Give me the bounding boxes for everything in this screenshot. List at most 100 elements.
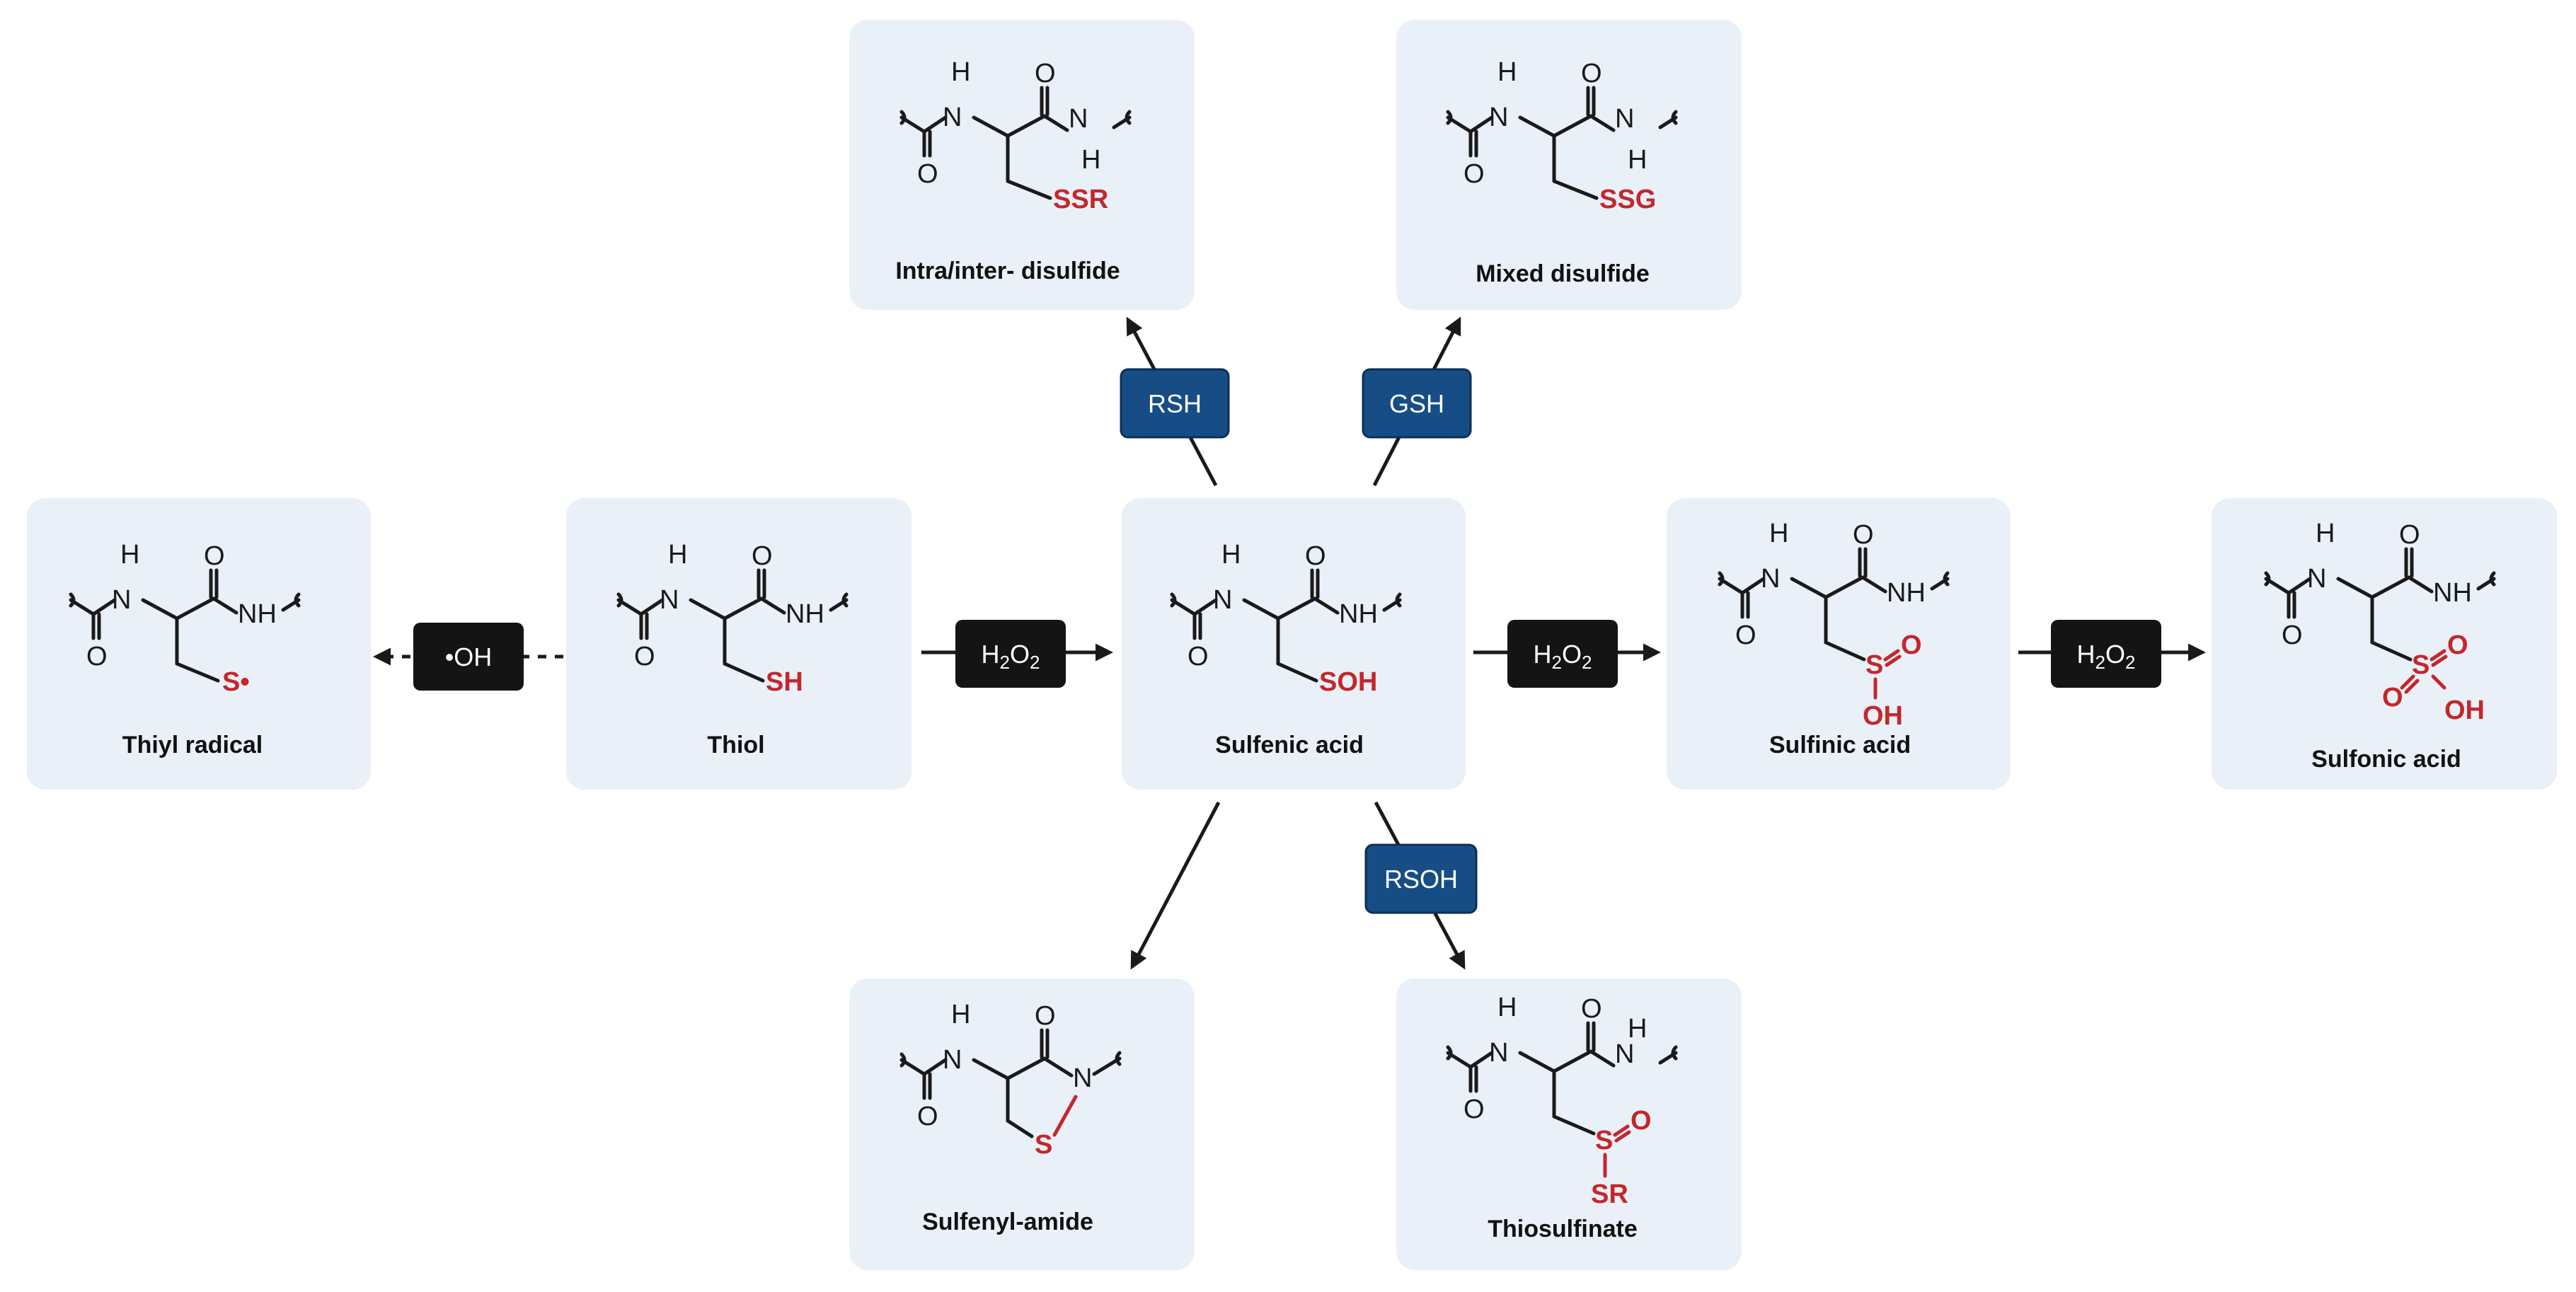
svg-text:N: N bbox=[1615, 104, 1634, 134]
svg-text:O: O bbox=[917, 1102, 938, 1131]
svg-text:Intra/inter- disulfide: Intra/inter- disulfide bbox=[895, 258, 1120, 284]
svg-text:H: H bbox=[668, 540, 687, 570]
svg-text:H: H bbox=[2316, 519, 2335, 548]
svg-text:O: O bbox=[1631, 1106, 1652, 1136]
svg-text:S•: S• bbox=[222, 667, 250, 697]
svg-text:O: O bbox=[1035, 59, 1056, 88]
svg-text:Mixed disulfide: Mixed disulfide bbox=[1476, 260, 1650, 287]
box-thiyl-radical bbox=[27, 498, 371, 790]
svg-text:H: H bbox=[951, 1000, 970, 1029]
svg-text:S: S bbox=[2412, 650, 2430, 680]
reagent-h2o2-thiol: H2O2 bbox=[955, 620, 1066, 688]
box-sulfenyl-amide bbox=[849, 979, 1195, 1270]
structure-sulfonic-acid: H N O O NH S O O OH Sulfonic acid bbox=[2266, 519, 2494, 773]
svg-text:GSH: GSH bbox=[1389, 389, 1444, 418]
svg-text:Sulfonic acid: Sulfonic acid bbox=[2311, 746, 2461, 773]
structure-thiol: H N O O NH SH Thiol bbox=[619, 540, 846, 759]
structure-intra-inter-disulfide: H N O O N H SSR Intra/inter- disulfide bbox=[895, 57, 1129, 284]
svg-text:NH: NH bbox=[1339, 599, 1378, 629]
box-sulfinic-acid bbox=[1667, 498, 2011, 790]
reagent-h2o2-sulfenic: H2O2 bbox=[1507, 620, 1618, 688]
svg-text:H: H bbox=[1081, 145, 1100, 175]
svg-text:O: O bbox=[752, 541, 773, 571]
svg-text:SSR: SSR bbox=[1053, 185, 1108, 214]
svg-text:NH: NH bbox=[1887, 578, 1926, 608]
svg-text:N: N bbox=[1069, 104, 1088, 134]
reagent-h2o2-sulfinic: H2O2 bbox=[2051, 620, 2161, 688]
box-thiol bbox=[566, 498, 912, 790]
svg-text:RSH: RSH bbox=[1148, 389, 1202, 418]
structure-thiosulfinate: H N O O N H S O SR Thiosulfinate bbox=[1448, 993, 1676, 1242]
svg-text:O: O bbox=[2399, 520, 2420, 550]
svg-text:SSG: SSG bbox=[1599, 185, 1656, 214]
svg-text:N: N bbox=[1073, 1063, 1092, 1093]
svg-text:NH: NH bbox=[786, 599, 824, 629]
svg-text:RSOH: RSOH bbox=[1384, 865, 1458, 894]
svg-text:SR: SR bbox=[1591, 1179, 1628, 1209]
svg-text:O: O bbox=[1305, 541, 1326, 571]
svg-text:H2O2: H2O2 bbox=[982, 640, 1040, 673]
svg-text:S: S bbox=[1595, 1126, 1613, 1155]
svg-text:S: S bbox=[1035, 1130, 1052, 1160]
svg-text:O: O bbox=[1735, 621, 1756, 650]
box-sulfenic-acid bbox=[1122, 498, 1466, 790]
svg-text:O: O bbox=[204, 541, 225, 571]
svg-text:Sulfenic acid: Sulfenic acid bbox=[1215, 732, 1364, 759]
svg-text:OH: OH bbox=[1863, 701, 1903, 731]
svg-text:H: H bbox=[1497, 57, 1517, 87]
svg-text:Sulfenyl-amide: Sulfenyl-amide bbox=[922, 1209, 1093, 1235]
box-mixed-disulfide bbox=[1396, 20, 1742, 310]
svg-text:O: O bbox=[1035, 1001, 1056, 1031]
arrow-sulfenic-to-sulfenyl-amide bbox=[1130, 801, 1221, 970]
svg-text:N: N bbox=[943, 103, 962, 132]
svg-text:N: N bbox=[1489, 103, 1508, 132]
structure-sulfenic-acid: H N O O NH SOH Sulfenic acid bbox=[1172, 540, 1400, 759]
svg-text:O: O bbox=[1188, 642, 1209, 671]
svg-text:H: H bbox=[1221, 540, 1241, 570]
svg-text:N: N bbox=[112, 585, 131, 615]
reagent-rsh: RSH bbox=[1120, 368, 1230, 439]
svg-text:SOH: SOH bbox=[1319, 667, 1377, 697]
svg-text:Thiyl radical: Thiyl radical bbox=[122, 732, 263, 759]
svg-text:H: H bbox=[1497, 993, 1517, 1022]
structure-mixed-disulfide: H N O O N H SSG Mixed disulfide bbox=[1448, 57, 1676, 287]
svg-text:O: O bbox=[2282, 621, 2303, 650]
reagent-hydroxyl-radical: •OH bbox=[413, 623, 524, 691]
structure-sulfinic-acid: H N O O NH S O OH Sulfinic acid bbox=[1720, 519, 1948, 759]
structure-sulfenyl-amide: H N O O N S Sulfenyl-amide bbox=[899, 1000, 1122, 1235]
svg-text:OH: OH bbox=[2444, 696, 2485, 725]
svg-text:N: N bbox=[1213, 585, 1232, 615]
svg-text:O: O bbox=[1581, 994, 1602, 1024]
svg-text:SH: SH bbox=[766, 667, 803, 697]
svg-text:H2O2: H2O2 bbox=[1534, 640, 1592, 673]
svg-text:O: O bbox=[2447, 630, 2468, 660]
svg-text:N: N bbox=[1489, 1038, 1508, 1068]
svg-text:O: O bbox=[1581, 59, 1602, 88]
svg-text:N: N bbox=[660, 585, 679, 615]
box-sulfonic-acid bbox=[2212, 498, 2557, 790]
svg-text:O: O bbox=[1464, 159, 1485, 189]
svg-text:NH: NH bbox=[238, 599, 277, 629]
svg-text:S: S bbox=[1865, 650, 1883, 680]
svg-text:Thiosulfinate: Thiosulfinate bbox=[1488, 1216, 1638, 1242]
svg-text:H: H bbox=[1628, 1014, 1647, 1044]
reagent-rsoh: RSOH bbox=[1364, 843, 1478, 914]
svg-text:O: O bbox=[634, 642, 655, 671]
svg-text:N: N bbox=[943, 1045, 962, 1075]
svg-text:Thiol: Thiol bbox=[707, 732, 764, 759]
svg-text:H2O2: H2O2 bbox=[2077, 640, 2136, 673]
svg-text:NH: NH bbox=[2433, 578, 2472, 608]
svg-text:•OH: •OH bbox=[445, 642, 493, 671]
svg-text:O: O bbox=[1464, 1095, 1485, 1124]
svg-text:O: O bbox=[2382, 683, 2403, 713]
svg-text:H: H bbox=[1769, 519, 1788, 548]
svg-text:N: N bbox=[1761, 564, 1780, 594]
svg-text:N: N bbox=[1615, 1039, 1634, 1069]
svg-text:H: H bbox=[120, 540, 139, 570]
svg-text:H: H bbox=[951, 57, 970, 87]
structure-thiyl-radical: H N O O NH S• Thiyl radical bbox=[71, 540, 299, 759]
svg-text:O: O bbox=[1853, 520, 1874, 550]
svg-text:Sulfinic acid: Sulfinic acid bbox=[1769, 732, 1911, 759]
box-intra-inter-disulfide bbox=[849, 20, 1195, 310]
